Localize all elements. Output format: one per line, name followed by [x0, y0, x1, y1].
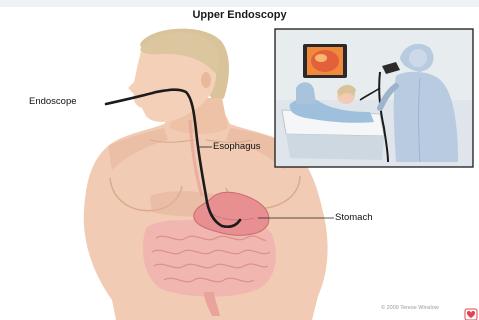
copyright-text: © 2009 Terese Winslow	[381, 305, 439, 311]
diagram-title: Upper Endoscopy	[0, 9, 479, 21]
procedure-inset	[275, 29, 473, 167]
label-stomach: Stomach	[335, 212, 373, 223]
label-endoscope: Endoscope	[29, 96, 77, 107]
heart-shield-icon	[465, 309, 477, 320]
label-esophagus: Esophagus	[213, 141, 261, 152]
monitor	[303, 44, 347, 78]
